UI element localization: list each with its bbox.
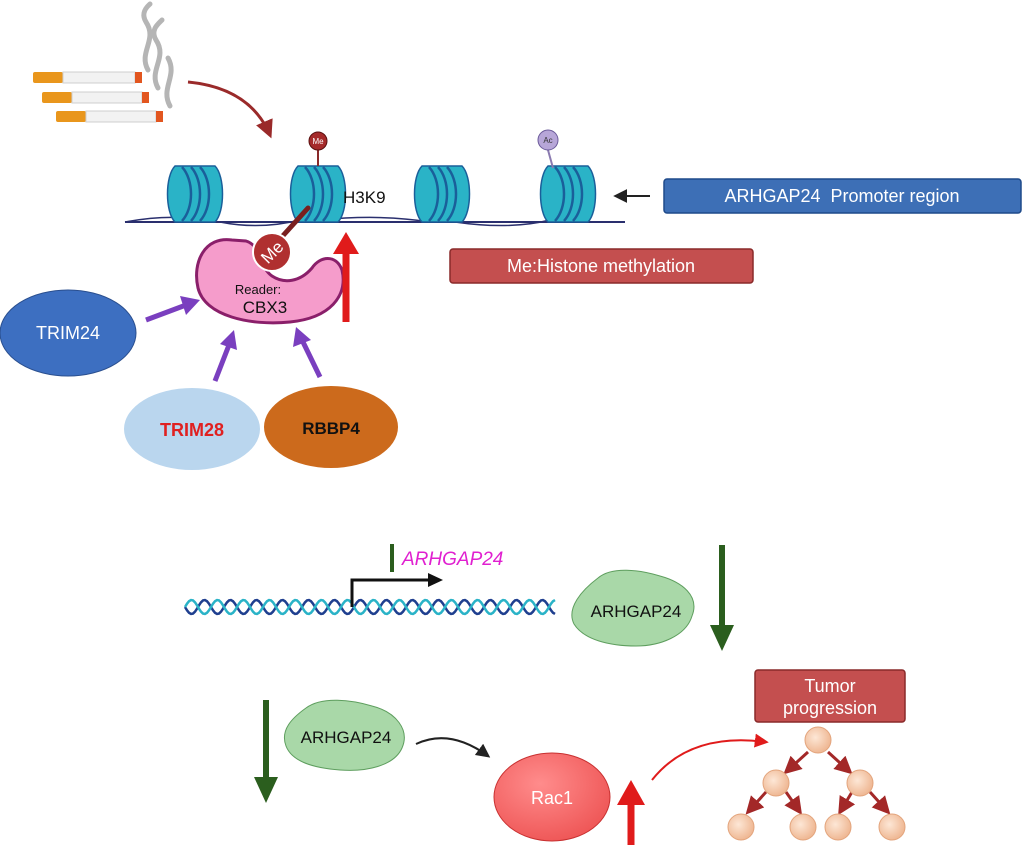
- cell-icon: [727, 813, 755, 841]
- nucleosome-icon: [539, 165, 597, 223]
- cell-icon: [846, 769, 874, 797]
- tumor-progression-label-line1: Tumor: [804, 676, 855, 696]
- acetyl-mark-icon: [537, 129, 559, 151]
- arhgap24-decrease-arrow-left: [254, 700, 278, 803]
- transcription-start-arrow: [350, 573, 443, 607]
- promoter-region-box: [663, 178, 1022, 214]
- rbbp4-to-cbx3-arrow: [293, 327, 323, 379]
- rac1-label: Rac1: [531, 788, 573, 808]
- inhibition-line: [264, 520, 394, 572]
- histone-methylation-label: Me:Histone methylation: [507, 256, 695, 276]
- cbx3-methyl-icon: [252, 232, 292, 272]
- cell-icon: [762, 769, 790, 797]
- nucleosome-icon: [413, 165, 471, 223]
- rac1-increase-arrow: [617, 780, 645, 845]
- trim28-label: TRIM28: [160, 420, 224, 440]
- arhgap24-protein-blob-2: [284, 699, 405, 771]
- trim24-node: [0, 289, 137, 377]
- helix-strand-1: [183, 598, 556, 616]
- nucleosome-icon: [289, 165, 347, 223]
- cell-icon: [804, 726, 832, 754]
- dna-strand-wave: [124, 216, 551, 227]
- cell-icon: [878, 813, 906, 841]
- dna-double-helix: [183, 598, 556, 616]
- rac1-node: [493, 752, 611, 842]
- arhgap24-to-rac1-arrow: [415, 737, 491, 758]
- h3k9-label: H3K9: [343, 188, 386, 207]
- tumor-progression-box: [754, 669, 906, 723]
- reader-label: Reader:: [235, 282, 281, 297]
- methyl-mark-icon: [308, 131, 328, 151]
- rac1-to-tumor-arrow: [651, 733, 769, 781]
- rbbp4-label: RBBP4: [302, 419, 360, 438]
- smoke-to-methylation-arrow: [187, 80, 273, 139]
- arhgap24-protein-blob-1: [571, 569, 695, 647]
- smoke-icon: [141, 1, 174, 109]
- cell-icon: [824, 813, 852, 841]
- acetyl-mark-label: Ac: [543, 136, 552, 145]
- trim24-label: TRIM24: [36, 323, 100, 343]
- nucleosome-icon: [166, 165, 224, 223]
- cells: [727, 726, 906, 841]
- arhgap24-protein-label-1: ARHGAP24: [591, 602, 682, 621]
- promoter-region-label: ARHGAP24 Promoter region: [724, 186, 959, 206]
- arhgap24-protein-label-2: ARHGAP24: [301, 728, 392, 747]
- trim28-node: [124, 388, 260, 470]
- arhgap24-gene-label: ARHGAP24: [401, 549, 503, 570]
- trim24-to-cbx3-arrow: [145, 296, 200, 323]
- rbbp4-node: [264, 386, 398, 468]
- arhgap24-decrease-arrow-right: [710, 545, 734, 651]
- tumor-progression-label-line2: progression: [783, 698, 877, 718]
- helix-strand-2: [183, 598, 556, 616]
- cell-proliferation-tree: [745, 750, 891, 816]
- cbx3-label: CBX3: [243, 298, 287, 317]
- histone-methylation-box: [449, 248, 754, 284]
- cell-icon: [789, 813, 817, 841]
- trim28-to-cbx3-arrow: [212, 330, 237, 382]
- cigarettes-icon: [33, 71, 163, 123]
- methyl-mark-label: Me: [312, 137, 324, 146]
